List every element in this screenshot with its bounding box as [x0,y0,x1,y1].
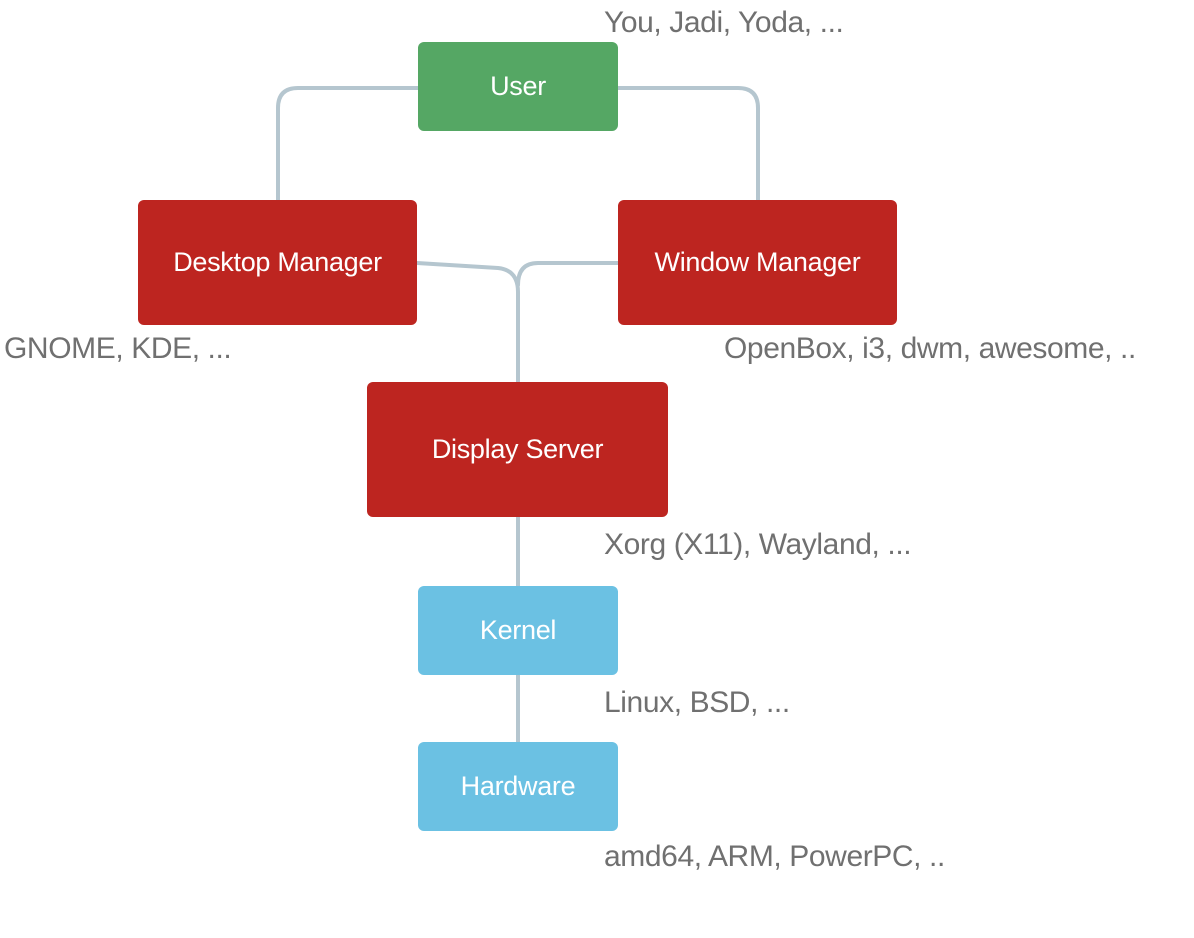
display-server-examples: Xorg (X11), Wayland, ... [604,528,912,561]
connector-user-window [616,86,760,202]
user-examples: You, Jadi, Yoda, ... [604,6,844,39]
connector-user-desktop [276,86,420,202]
hardware-examples: amd64, ARM, PowerPC, .. [604,840,945,873]
kernel-node: Kernel [418,586,618,675]
kernel-label: Kernel [479,615,557,645]
user-node-label: User [490,71,546,101]
desktop-manager-node: Desktop Manager [138,200,417,325]
display-server-label: Display Server [431,434,604,464]
user-node: User [418,42,618,131]
hardware-node: Hardware [418,742,618,831]
window-manager-examples: OpenBox, i3, dwm, awesome, .. [724,332,1136,365]
window-manager-label: Window Manager [654,247,861,277]
window-manager-node: Window Manager [618,200,897,325]
desktop-manager-label: Desktop Manager [173,247,382,277]
desktop-manager-examples: GNOME, KDE, ... [4,332,232,365]
connector-window-display [516,261,620,287]
hardware-label: Hardware [460,771,576,801]
kernel-examples: Linux, BSD, ... [604,686,790,719]
connector-desktop-display [415,261,520,384]
display-server-node: Display Server [367,382,668,517]
